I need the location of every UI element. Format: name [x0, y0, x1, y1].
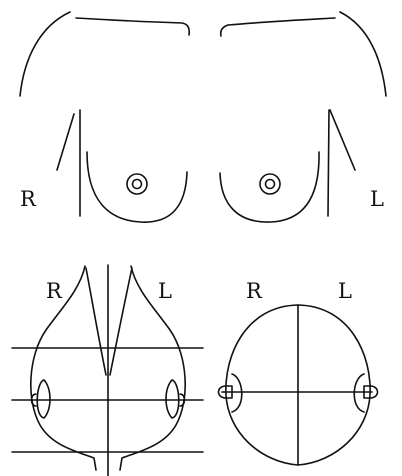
quadrant-view [219, 305, 378, 465]
lateral-view [12, 265, 203, 476]
left-flank-line [328, 110, 329, 216]
left-areola [260, 174, 280, 194]
lateral-left-nipple-arc [166, 380, 179, 418]
left-shoulder-outline [340, 12, 386, 96]
left-breast-outline [220, 152, 319, 222]
quadrant-left-areola [354, 374, 364, 412]
right-neck-line [76, 18, 189, 35]
quadrant-right-label: R [246, 279, 263, 303]
frontal-torso-view [20, 12, 386, 222]
lateral-right-label: R [46, 279, 63, 303]
lateral-inner-left-line [110, 268, 132, 375]
lateral-left-label: L [158, 279, 172, 303]
lateral-right-breast-contour [31, 266, 96, 470]
top-left-side-label: L [370, 187, 384, 211]
right-shoulder-outline [20, 12, 70, 96]
right-areola [127, 174, 147, 194]
right-axilla-line [57, 114, 74, 170]
left-axilla-line [330, 110, 355, 170]
left-neck-line [221, 18, 335, 36]
lateral-inner-right-line [86, 268, 106, 375]
top-right-side-label: R [20, 187, 37, 211]
lateral-left-breast-contour [120, 266, 185, 470]
right-breast-outline [87, 152, 187, 222]
lateral-right-nipple-arc [37, 380, 50, 418]
right-nipple [133, 180, 142, 189]
left-nipple [266, 180, 275, 189]
quadrant-right-areola [232, 374, 242, 412]
quadrant-left-label: L [338, 279, 352, 303]
